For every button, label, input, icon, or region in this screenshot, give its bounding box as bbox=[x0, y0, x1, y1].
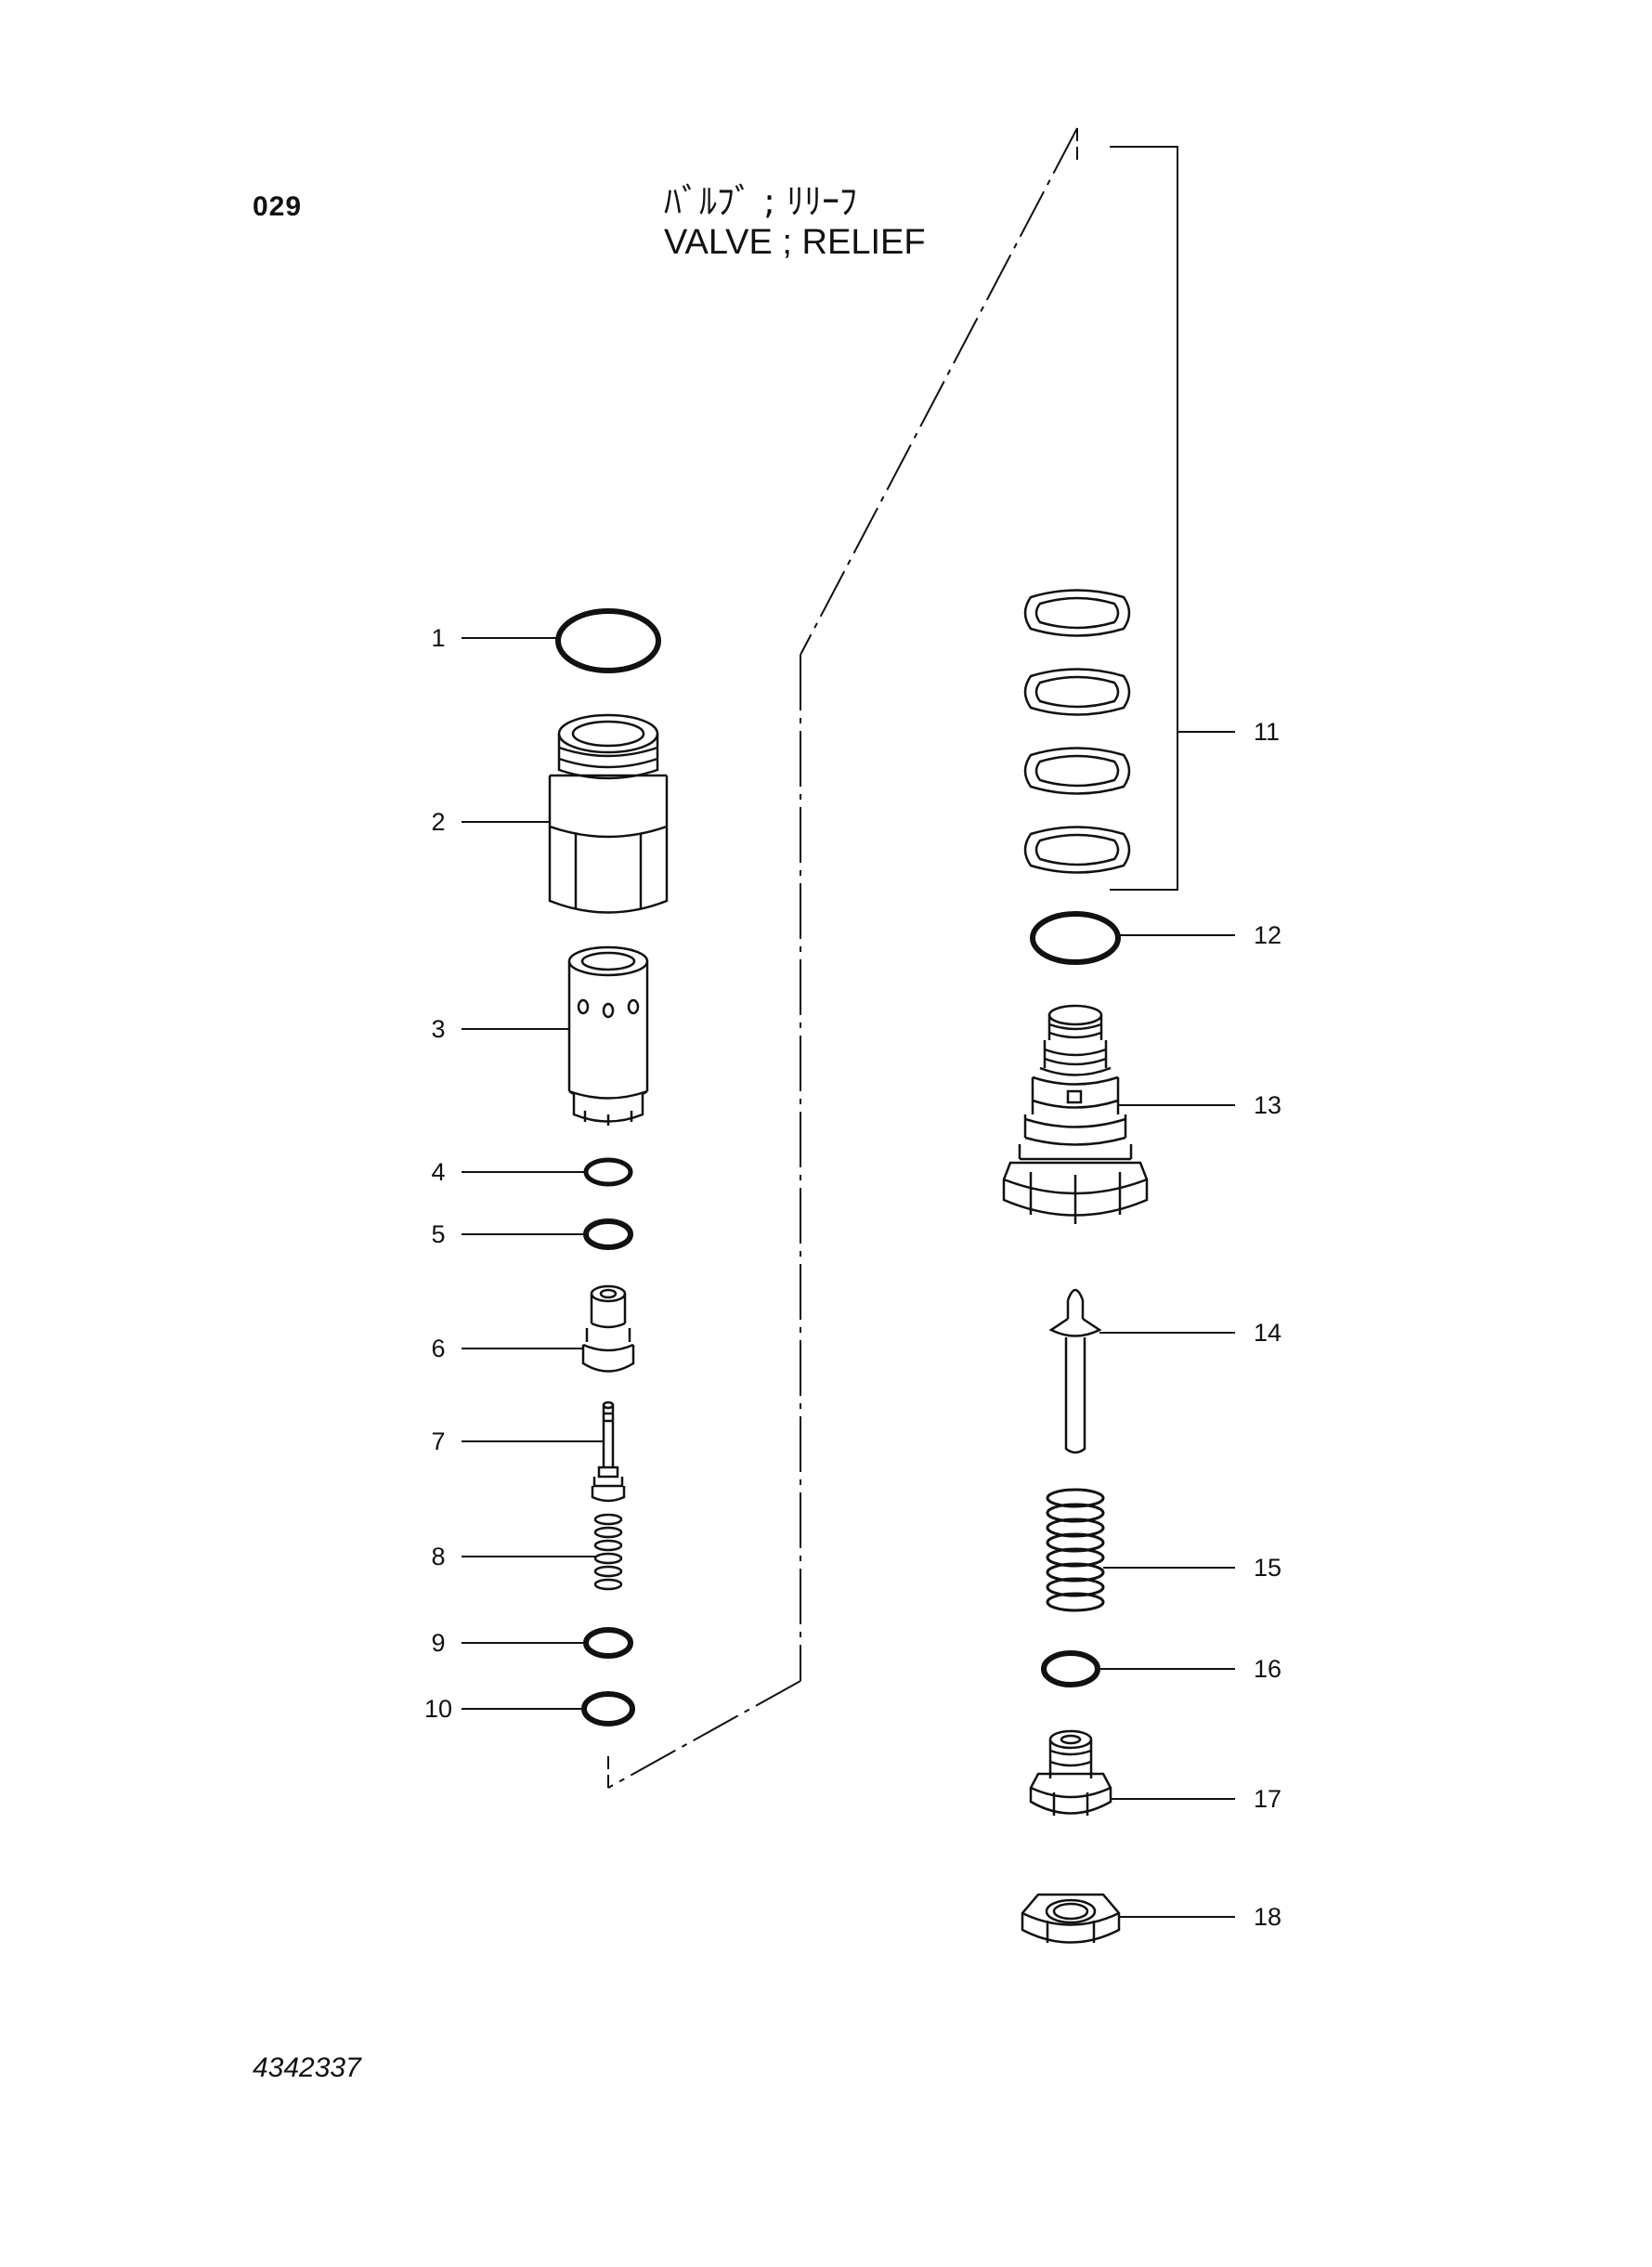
part-2-sleeve: 2 bbox=[431, 713, 669, 914]
callout-6: 6 bbox=[431, 1335, 445, 1362]
part-9-o-ring: 9 bbox=[431, 1627, 633, 1659]
backup-ring-a bbox=[1023, 589, 1131, 637]
part-15-spring: 15 bbox=[1046, 1488, 1281, 1612]
part-17-adjusting-screw: 17 bbox=[1029, 1729, 1281, 1816]
part-3-perforated-sleeve: 3 bbox=[431, 945, 649, 1126]
callout-17: 17 bbox=[1254, 1785, 1281, 1813]
part-12-o-ring: 12 bbox=[1030, 911, 1281, 965]
callout-12: 12 bbox=[1254, 921, 1281, 949]
part-7-pin: 7 bbox=[431, 1401, 626, 1503]
callout-15: 15 bbox=[1254, 1554, 1281, 1582]
callout-13: 13 bbox=[1254, 1091, 1281, 1119]
callout-4: 4 bbox=[431, 1158, 445, 1186]
part-8-small-spring: 8 bbox=[431, 1513, 623, 1591]
callout-16: 16 bbox=[1254, 1655, 1281, 1683]
part-14-poppet: 14 bbox=[1048, 1288, 1281, 1454]
callout-10: 10 bbox=[424, 1695, 452, 1723]
part-5-o-ring: 5 bbox=[431, 1218, 633, 1250]
part-11-backup-rings: 11 bbox=[1023, 146, 1280, 891]
callout-5: 5 bbox=[431, 1220, 445, 1248]
part-4-o-ring: 4 bbox=[431, 1157, 633, 1187]
part-13-valve-body: 13 bbox=[1002, 1004, 1281, 1224]
callout-14: 14 bbox=[1254, 1319, 1281, 1347]
backup-ring-b bbox=[1023, 668, 1131, 716]
page-number: 029 bbox=[253, 191, 303, 222]
callout-2: 2 bbox=[431, 808, 445, 836]
callout-9: 9 bbox=[431, 1629, 445, 1657]
callout-1: 1 bbox=[431, 624, 445, 652]
drawing-number: 4342337 bbox=[253, 2052, 361, 2083]
callout-18: 18 bbox=[1254, 1903, 1281, 1931]
backup-ring-c bbox=[1023, 747, 1131, 795]
assembly-dashed-path bbox=[607, 127, 1078, 1789]
title-english: VALVE ; RELIEF bbox=[664, 223, 926, 262]
backup-ring-d bbox=[1023, 826, 1131, 874]
part-16-o-ring: 16 bbox=[1041, 1650, 1281, 1687]
part-10-o-ring: 10 bbox=[424, 1691, 635, 1726]
callout-3: 3 bbox=[431, 1015, 445, 1043]
part-18-lock-nut: 18 bbox=[1021, 1893, 1281, 1944]
callout-7: 7 bbox=[431, 1427, 445, 1455]
callout-11: 11 bbox=[1254, 718, 1280, 746]
title-japanese: ﾊﾞﾙﾌﾞ ; ﾘﾘｰﾌ bbox=[664, 181, 857, 222]
part-6-poppet: 6 bbox=[431, 1284, 635, 1373]
callout-8: 8 bbox=[431, 1543, 445, 1570]
part-1-o-ring: 1 bbox=[431, 608, 661, 673]
